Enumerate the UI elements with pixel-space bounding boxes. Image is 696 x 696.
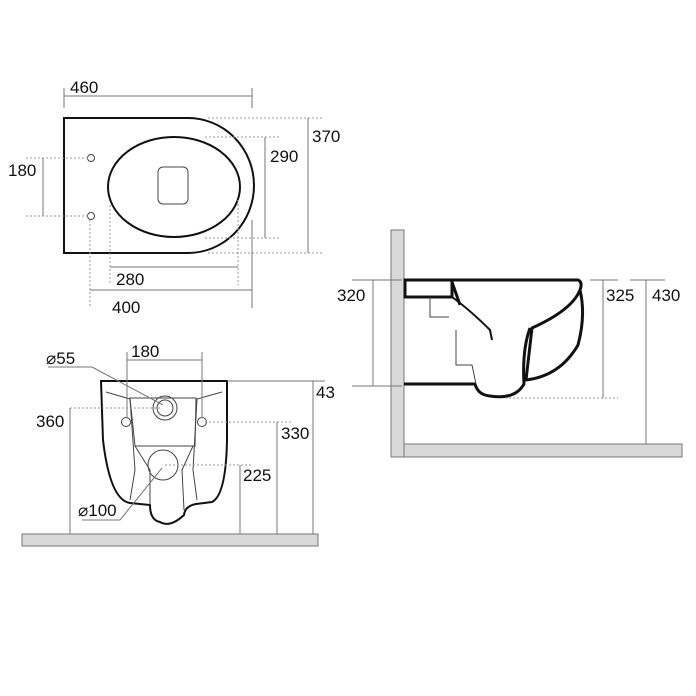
fixing-hole — [87, 154, 95, 162]
bowl-opening — [107, 136, 241, 238]
dim-430: 430 — [652, 286, 680, 305]
dim-280: 280 — [116, 270, 144, 289]
fixing-hole — [87, 212, 95, 220]
dim-diameter-100: ⌀100 — [78, 501, 117, 520]
dim-370: 370 — [312, 127, 340, 146]
dim-400: 400 — [112, 298, 140, 317]
dim-360: 360 — [36, 412, 64, 431]
dim-320: 320 — [337, 286, 365, 305]
side-outline — [404, 278, 585, 399]
dim-180-front: 180 — [131, 342, 159, 361]
dim-330: 330 — [281, 424, 309, 443]
wall — [390, 229, 405, 458]
top-view-outline — [63, 117, 255, 254]
front-outline — [99, 380, 228, 525]
front-view: 180 ⌀55 360 330 225 ⌀100 43 — [21, 342, 335, 547]
floor — [21, 533, 319, 547]
fixing-hole — [121, 417, 131, 427]
dim-43-cropped: 43 — [316, 383, 335, 402]
dim-diameter-55: ⌀55 — [46, 349, 75, 368]
floor — [403, 443, 683, 458]
dim-180: 180 — [8, 161, 36, 180]
dim-325: 325 — [606, 286, 634, 305]
dim-225: 225 — [243, 466, 271, 485]
inlet-hole — [152, 395, 178, 421]
dim-460: 460 — [70, 78, 98, 97]
dim-290: 290 — [270, 147, 298, 166]
outlet-square — [157, 166, 189, 205]
top-view: 460 370 290 180 280 400 — [8, 78, 340, 317]
side-view: 320 325 430 — [337, 229, 683, 458]
